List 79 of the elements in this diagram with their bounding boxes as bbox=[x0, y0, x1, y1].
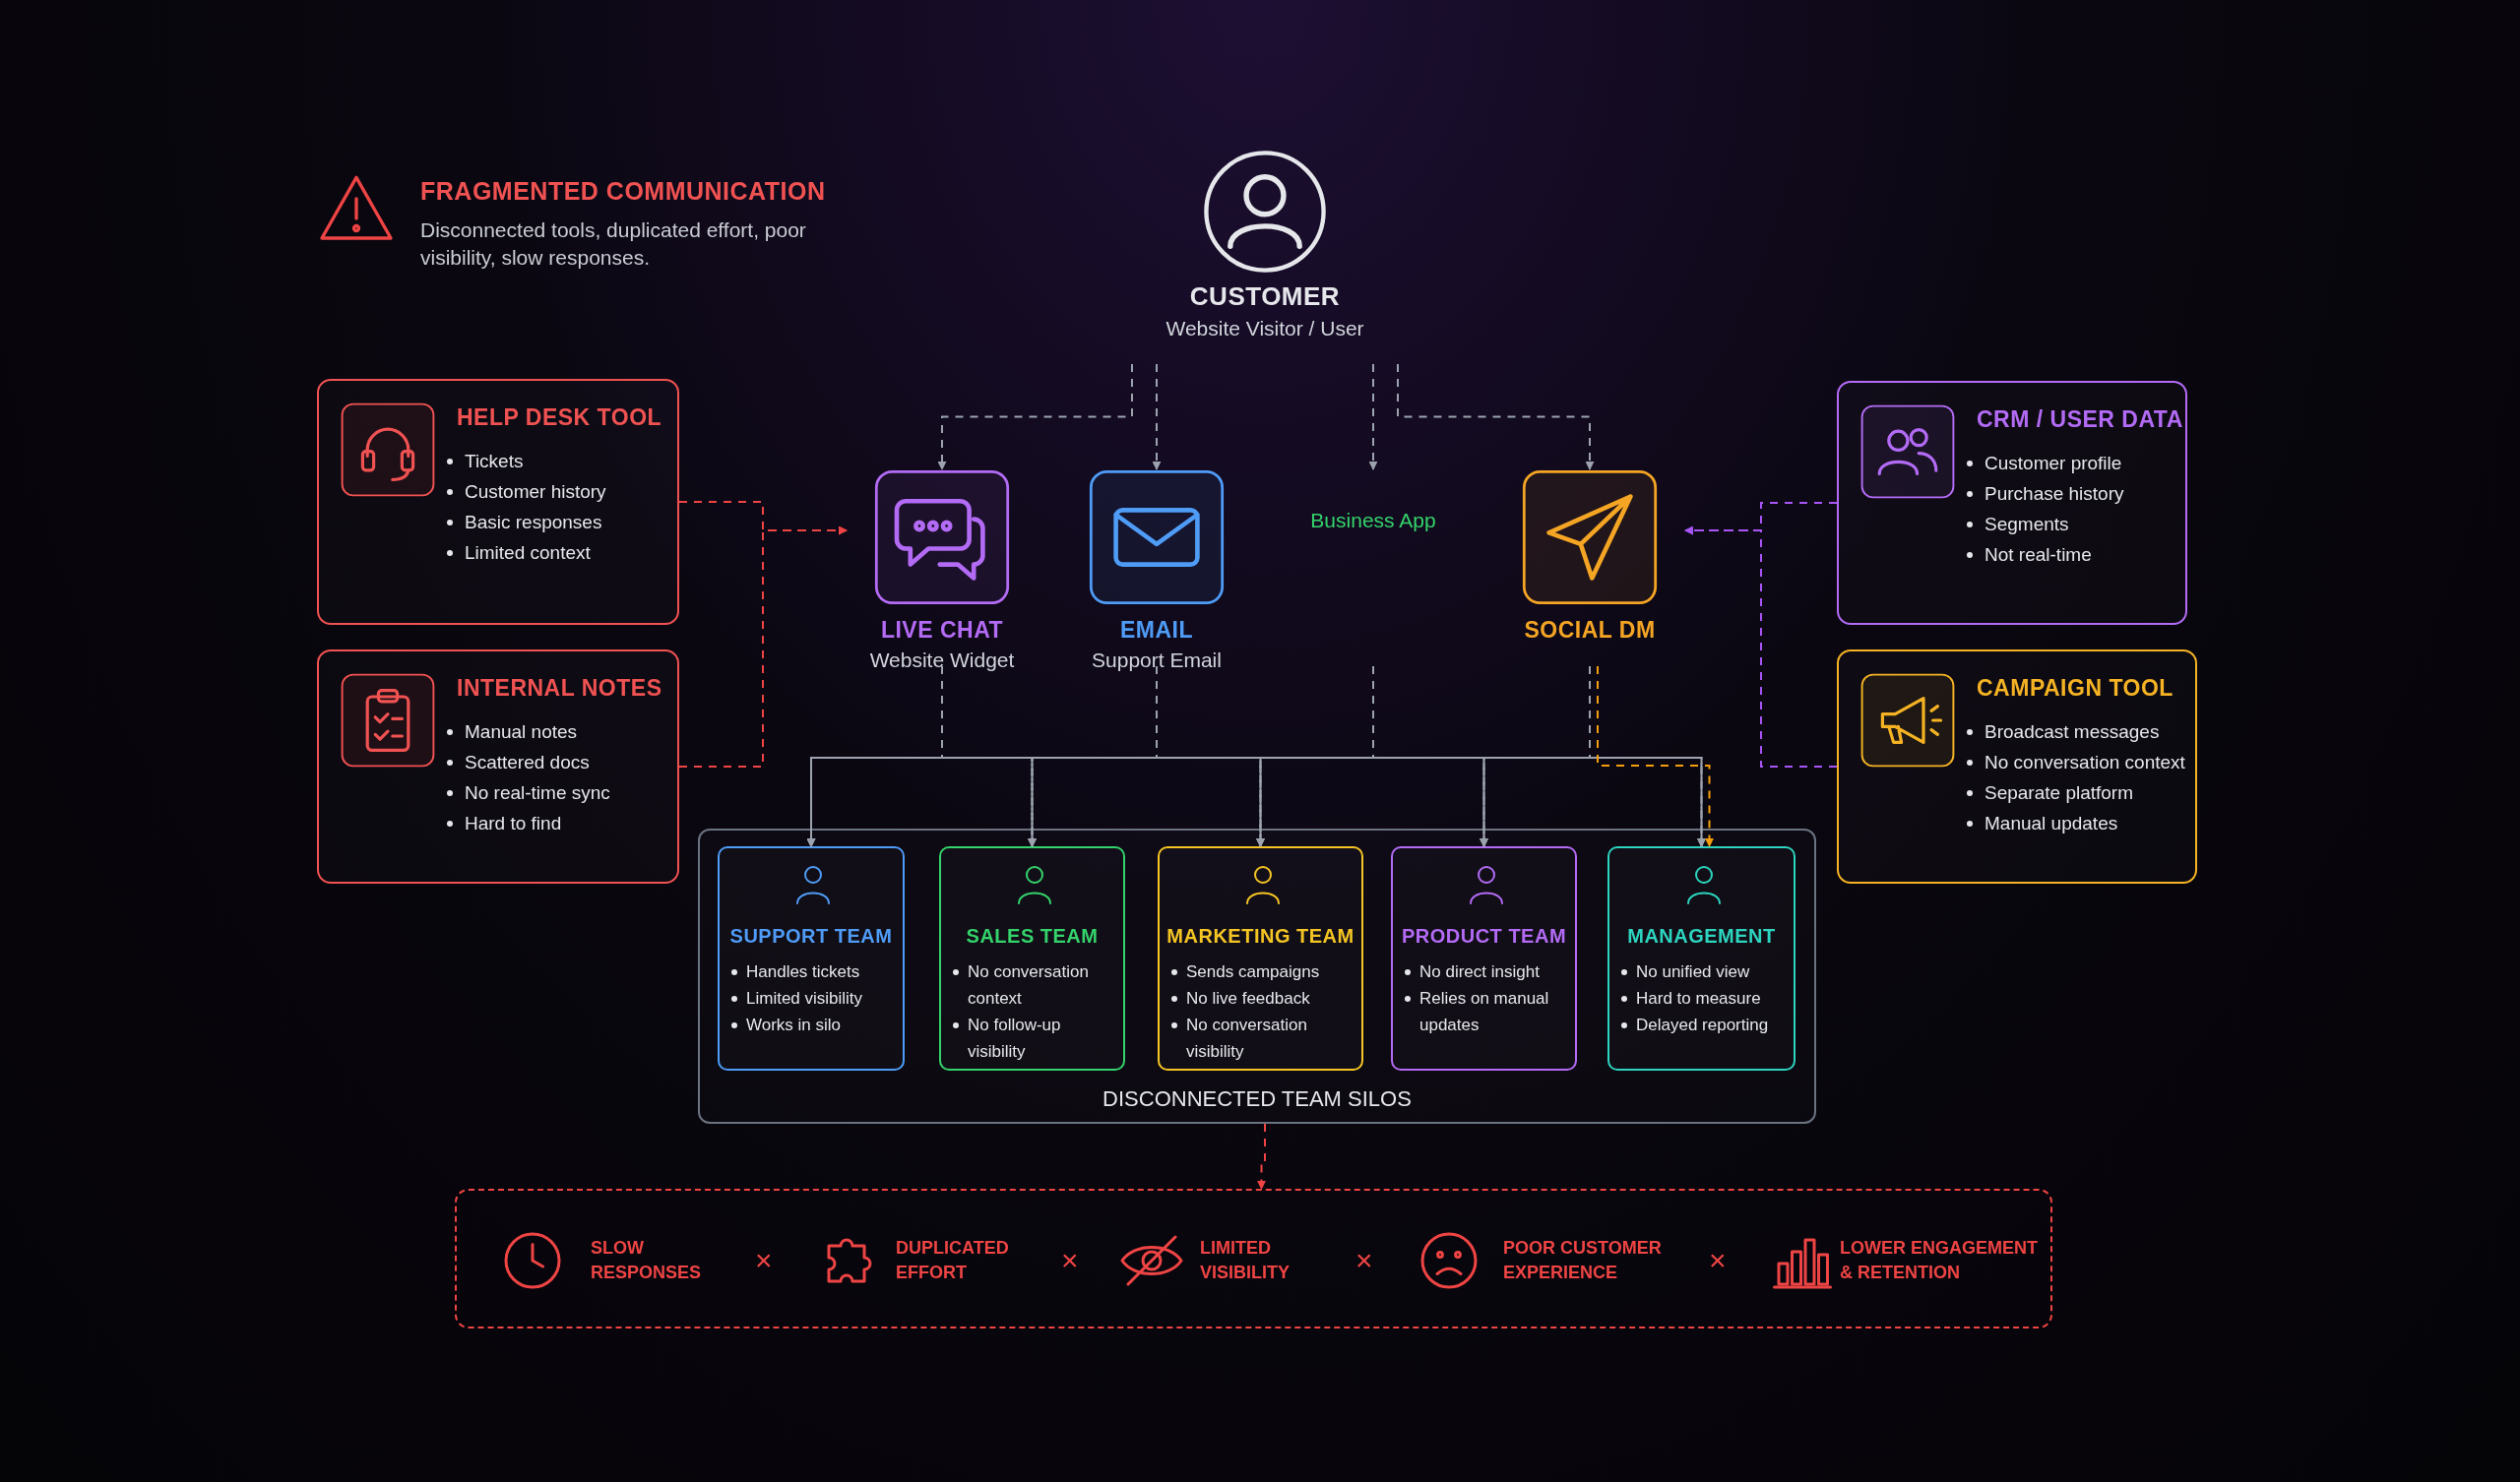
list-item: No conversation context bbox=[1984, 751, 2185, 774]
warning-heading: FRAGMENTED COMMUNICATION bbox=[420, 177, 826, 206]
list-item: No follow-up visibility bbox=[968, 1015, 1062, 1063]
node-subtitle: Website Visitor / User bbox=[1165, 317, 1365, 340]
outcome-text: SLOW RESPONSES bbox=[591, 1237, 703, 1284]
team-card bbox=[718, 846, 905, 1071]
tool-card bbox=[1837, 649, 2197, 884]
list-item: No conversation context bbox=[968, 961, 1090, 1010]
list-item: Manual notes bbox=[465, 720, 578, 744]
card-heading: SALES TEAM bbox=[965, 925, 1100, 948]
card-heading: SUPPORT TEAM bbox=[728, 925, 894, 948]
outcome-text: DUPLICATED EFFORT bbox=[896, 1237, 1010, 1284]
arrow bbox=[1597, 665, 1714, 847]
list-item: Hard to measure bbox=[1636, 988, 1761, 1010]
card-heading: MANAGEMENT bbox=[1626, 925, 1777, 948]
list-item: No unified view bbox=[1636, 961, 1750, 983]
arrow bbox=[678, 525, 848, 768]
list-item: Works in silo bbox=[746, 1015, 842, 1036]
list-item: Relies on manual updates bbox=[1419, 988, 1550, 1036]
list-item: Delayed reporting bbox=[1636, 1015, 1769, 1036]
list-item: Customer profile bbox=[1984, 452, 2122, 475]
team-card bbox=[1607, 846, 1796, 1071]
separator-mark: × bbox=[1355, 1244, 1373, 1277]
list-item: No direct insight bbox=[1419, 961, 1540, 983]
separator-mark: × bbox=[755, 1244, 773, 1277]
outcome-text: LIMITED VISIBILITY bbox=[1200, 1237, 1291, 1284]
arrow bbox=[1480, 665, 1591, 847]
list-item: Customer history bbox=[465, 480, 606, 504]
node-heading: Business App bbox=[1309, 509, 1437, 532]
outcomes-panel bbox=[455, 1189, 2052, 1328]
warning-text: Disconnected tools, duplicated effort, poor visibility, slow responses. bbox=[420, 217, 807, 271]
list-item: Separate platform bbox=[1984, 781, 2134, 805]
team-card bbox=[939, 846, 1125, 1071]
list-item: Limited context bbox=[465, 541, 591, 565]
list-item: No conversation visibility bbox=[1186, 1015, 1308, 1063]
list-item: No live feedback bbox=[1186, 988, 1310, 1010]
card-heading: CRM / USER DATA bbox=[1977, 406, 2183, 433]
list-item: Purchase history bbox=[1984, 482, 2124, 506]
list-item: Tickets bbox=[465, 450, 524, 473]
list-item: Hard to find bbox=[465, 812, 562, 835]
card-heading: CAMPAIGN TOOL bbox=[1977, 675, 2174, 702]
list-item: Sends campaigns bbox=[1186, 961, 1320, 983]
list-item: Not real-time bbox=[1984, 543, 2092, 567]
list-item: Scattered docs bbox=[465, 751, 590, 774]
node-heading: SOCIAL DM bbox=[1523, 617, 1657, 644]
tool-card bbox=[317, 649, 679, 884]
card-heading: INTERNAL NOTES bbox=[457, 675, 662, 702]
team-group-panel bbox=[698, 829, 1816, 1124]
separator-mark: × bbox=[1709, 1244, 1727, 1277]
list-item: Manual updates bbox=[1984, 812, 2118, 835]
list-item: Limited visibility bbox=[746, 988, 863, 1010]
arrow bbox=[1152, 363, 1162, 470]
node-heading: EMAIL bbox=[1118, 617, 1195, 644]
card-heading: HELP DESK TOOL bbox=[457, 404, 662, 431]
arrow bbox=[1368, 363, 1378, 470]
list-item: Broadcast messages bbox=[1984, 720, 2160, 744]
group-title: DISCONNECTED TEAM SILOS bbox=[1102, 1086, 1413, 1112]
list-item: Segments bbox=[1984, 513, 2069, 536]
arrow bbox=[1257, 1123, 1266, 1190]
tool-card bbox=[1837, 381, 2187, 625]
card-heading: MARKETING TEAM bbox=[1166, 925, 1355, 948]
team-card bbox=[1158, 846, 1363, 1071]
arrow bbox=[937, 363, 1133, 470]
list-item: Basic responses bbox=[465, 511, 602, 534]
node-subtitle: Support Email bbox=[1091, 648, 1223, 672]
arrow bbox=[1372, 665, 1706, 847]
separator-mark: × bbox=[1061, 1244, 1079, 1277]
arrow bbox=[1397, 363, 1595, 470]
node-subtitle: Website Widget bbox=[868, 648, 1016, 672]
list-item: Handles tickets bbox=[746, 961, 860, 983]
arrow bbox=[1684, 525, 1838, 768]
list-item: No real-time sync bbox=[465, 781, 610, 805]
node-heading: LIVE CHAT bbox=[879, 617, 1005, 644]
team-card bbox=[1391, 846, 1577, 1071]
tool-card bbox=[317, 379, 679, 625]
node-heading: CUSTOMER bbox=[1188, 281, 1342, 312]
outcome-text: POOR CUSTOMER EXPERIENCE bbox=[1503, 1237, 1663, 1284]
outcome-text: LOWER ENGAGEMENT & RETENTION bbox=[1840, 1237, 2039, 1284]
card-heading: PRODUCT TEAM bbox=[1400, 925, 1568, 948]
